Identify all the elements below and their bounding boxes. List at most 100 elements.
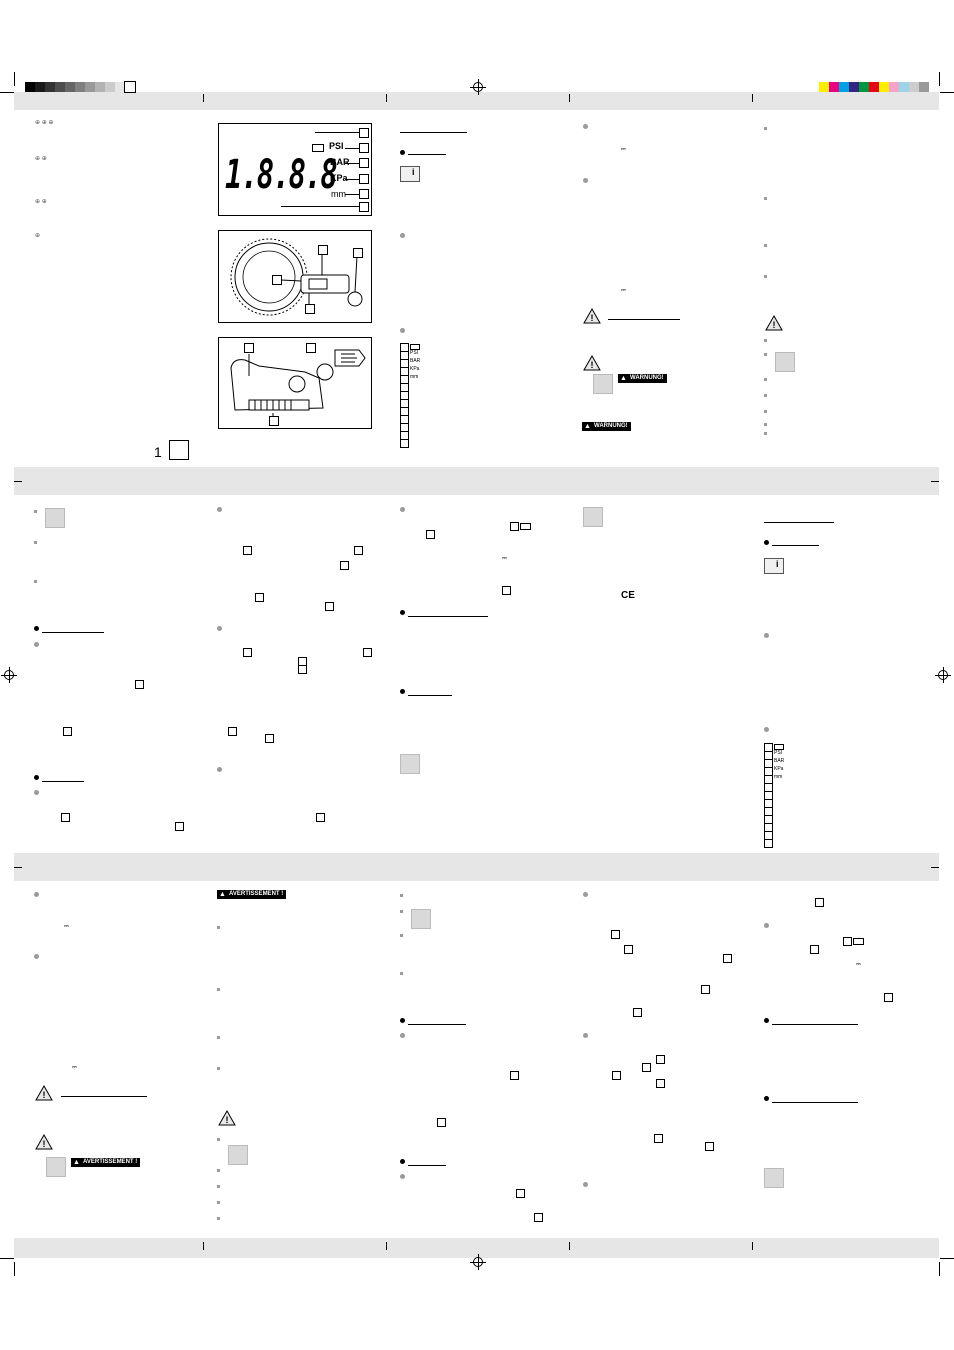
section-bullet: [764, 1096, 769, 1101]
ref-box: [656, 1055, 665, 1064]
color-swatch: [819, 82, 829, 92]
list-bullet: [217, 626, 222, 631]
svg-text:!: !: [226, 1115, 229, 1125]
legend-unit-label: BAR: [410, 358, 421, 364]
band-tick: [386, 94, 387, 102]
section-rule: [408, 1165, 446, 1166]
ref-box: [325, 602, 334, 611]
ref-box: [135, 680, 144, 689]
band-tick: [752, 94, 753, 102]
ref-box: [359, 202, 369, 212]
legend-unit-label: PSI: [774, 750, 783, 756]
lcd-label-bar: BAR: [330, 157, 350, 167]
hazard-triangle-icon: [228, 1145, 248, 1165]
ref-box: [502, 586, 511, 595]
list-marker: [217, 1185, 220, 1188]
color-swatch: [889, 82, 899, 92]
list-marker: [764, 197, 767, 200]
list-bullet: [34, 790, 39, 795]
battery-icon: [853, 938, 864, 945]
ref-box: [516, 1189, 525, 1198]
ref-box: [701, 985, 710, 994]
list-marker: [764, 378, 767, 381]
color-swatch: [869, 82, 879, 92]
info-manual-icon: i: [400, 166, 420, 182]
crop-mark: [14, 1262, 15, 1276]
list-marker: [764, 432, 767, 435]
list-bullet: [583, 1033, 588, 1038]
list-bullet: [583, 178, 588, 183]
list-bullet: [400, 328, 405, 333]
crossed-bin-icon: [583, 507, 603, 527]
list-marker: [764, 394, 767, 397]
dc-symbol: ⎓: [72, 1065, 77, 1071]
dc-symbol: ⎓: [856, 962, 861, 968]
list-bullet: [583, 124, 588, 129]
hazard-triangle-icon: [411, 909, 431, 929]
ref-box: [255, 593, 264, 602]
ref-box: [318, 245, 328, 255]
ref-box: [354, 546, 363, 555]
svg-text:!: !: [43, 1139, 46, 1149]
top-band: [14, 92, 939, 110]
legend-unit-label: mm: [410, 374, 419, 380]
ref-box: [359, 158, 369, 168]
ref-box: [654, 1134, 663, 1143]
hazard-triangle-icon: [45, 508, 65, 528]
list-bullet: [34, 892, 39, 897]
legend-unit-label: KPa: [774, 766, 784, 772]
list-marker: [217, 926, 220, 929]
band-tick: [14, 867, 22, 868]
ref-box: [359, 189, 369, 199]
list-bullet: [34, 642, 39, 647]
band-tick: [931, 867, 939, 868]
section-rule: [408, 616, 488, 617]
ref-box: [810, 945, 819, 954]
color-swatch: [25, 82, 35, 92]
section-rule: [764, 522, 834, 523]
ref-box: [272, 275, 282, 285]
section-bullet: [34, 626, 39, 631]
list-marker: [34, 580, 37, 583]
svg-text:!: !: [591, 360, 594, 370]
middle-band-1: [14, 467, 939, 495]
list-marker: [764, 353, 767, 356]
list-marker: [764, 339, 767, 342]
list-marker: [764, 244, 767, 247]
warning-triangle-icon: !: [35, 1085, 53, 1101]
legend-unit-label: KPa: [410, 366, 420, 372]
warning-triangle-icon: !: [583, 355, 601, 371]
band-tick: [14, 481, 22, 482]
ref-box: [175, 822, 184, 831]
middle-band-2: [14, 853, 939, 881]
battery-icon: [312, 144, 324, 152]
list-marker: [217, 1036, 220, 1039]
color-swatch: [849, 82, 859, 92]
band-tick: [752, 1242, 753, 1250]
color-swatch: [115, 82, 125, 92]
list-marker: [34, 541, 37, 544]
section-rule: [608, 319, 680, 320]
dc-symbol: ⎓: [621, 147, 626, 153]
language-codes-3: ⊕ ⊕: [35, 199, 47, 205]
list-marker: [400, 894, 403, 897]
section-rule: [61, 1096, 147, 1097]
figure-number: 1: [154, 444, 162, 460]
ref-box: [534, 1213, 543, 1222]
color-swatch: [45, 82, 55, 92]
section-bullet: [400, 150, 405, 155]
child-warning-icon: [593, 374, 613, 394]
ref-box: [633, 1008, 642, 1017]
legend-unit-label: mm: [774, 774, 783, 780]
child-warning-icon: [46, 1157, 66, 1177]
legend-box: [400, 439, 409, 448]
figure-box: [169, 440, 189, 460]
ref-box: [656, 1079, 665, 1088]
warning-triangle-icon: !: [583, 308, 601, 324]
band-tick: [931, 481, 939, 482]
legend-box: [764, 839, 773, 848]
section-bullet: [764, 1018, 769, 1023]
ref-box: [359, 128, 369, 138]
ref-box: [265, 734, 274, 743]
info-manual-icon: i: [764, 558, 784, 574]
